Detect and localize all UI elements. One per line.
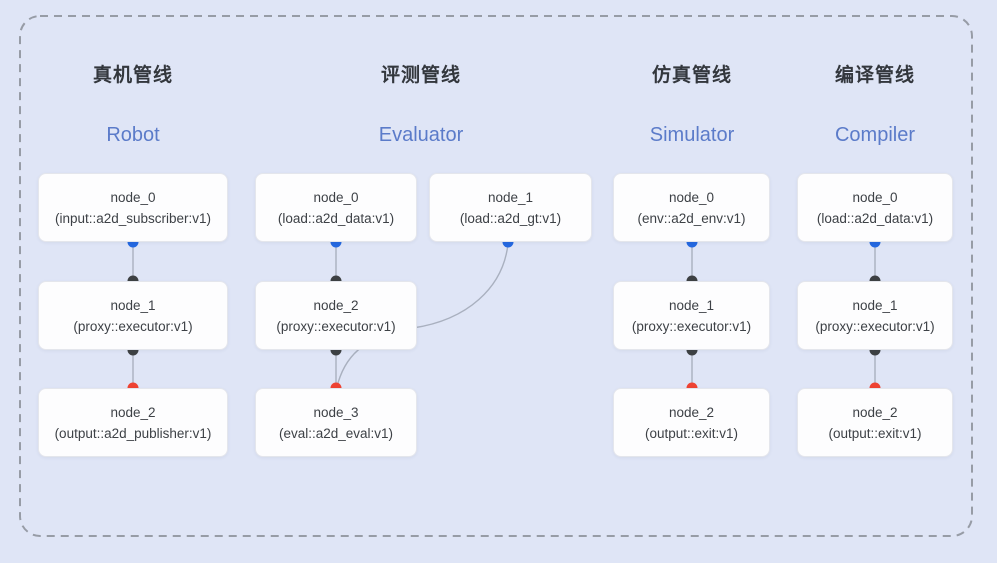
node-name: node_2 [110, 404, 156, 420]
node-type: (output::exit:v1) [828, 425, 922, 441]
node-type: (proxy::executor:v1) [815, 318, 935, 334]
node-name: node_0 [110, 189, 156, 205]
node-card-compiler-node2: node_2 (output::exit:v1) [797, 388, 953, 457]
pipeline-title-zh-robot: 真机管线 [92, 65, 173, 86]
node-type: (load::a2d_gt:v1) [459, 210, 562, 226]
node-name: node_1 [110, 297, 156, 313]
node-card-evaluator-node1: node_1 (load::a2d_gt:v1) [429, 173, 592, 242]
node-name: node_1 [487, 189, 534, 205]
node-type: (load::a2d_data:v1) [816, 210, 934, 226]
node-name: node_0 [668, 189, 715, 205]
node-card-evaluator-node3: node_3 (eval::a2d_eval:v1) [255, 388, 417, 457]
node-type: (input::a2d_subscriber:v1) [54, 210, 212, 226]
node-type: (eval::a2d_eval:v1) [278, 425, 394, 441]
node-name: node_0 [852, 189, 898, 205]
node-type: (output::exit:v1) [644, 425, 739, 441]
node-type: (output::a2d_publisher:v1) [54, 425, 212, 441]
pipeline-title-zh-simulator: 仿真管线 [651, 65, 732, 86]
node-card-evaluator-node2: node_2 (proxy::executor:v1) [255, 281, 417, 350]
node-type: (load::a2d_data:v1) [277, 210, 395, 226]
node-type: (env::a2d_env:v1) [637, 210, 746, 226]
node-card-robot-node2: node_2 (output::a2d_publisher:v1) [38, 388, 228, 457]
pipeline-title-zh-compiler: 编译管线 [834, 65, 915, 86]
node-name: node_1 [668, 297, 715, 313]
pipeline-title-en-simulator: Simulator [649, 124, 735, 146]
node-card-compiler-node1: node_1 (proxy::executor:v1) [797, 281, 953, 350]
node-card-simulator-node1: node_1 (proxy::executor:v1) [613, 281, 770, 350]
node-name: node_2 [313, 297, 359, 313]
dashed-frame-border [19, 15, 973, 537]
node-name: node_2 [852, 404, 898, 420]
node-card-simulator-node2: node_2 (output::exit:v1) [613, 388, 770, 457]
node-name: node_1 [852, 297, 898, 313]
node-type: (proxy::executor:v1) [631, 318, 752, 334]
node-card-evaluator-node0: node_0 (load::a2d_data:v1) [255, 173, 417, 242]
node-card-simulator-node0: node_0 (env::a2d_env:v1) [613, 173, 770, 242]
node-card-robot-node0: node_0 (input::a2d_subscriber:v1) [38, 173, 228, 242]
node-card-compiler-node0: node_0 (load::a2d_data:v1) [797, 173, 953, 242]
node-type: (proxy::executor:v1) [276, 318, 396, 334]
pipeline-title-en-compiler: Compiler [834, 124, 916, 146]
node-name: node_3 [313, 404, 359, 420]
pipeline-title-en-evaluator: Evaluator [378, 124, 464, 146]
pipeline-title-zh-evaluator: 评测管线 [380, 65, 461, 86]
node-card-robot-node1: node_1 (proxy::executor:v1) [38, 281, 228, 350]
node-name: node_0 [313, 189, 359, 205]
node-name: node_2 [668, 404, 715, 420]
node-type: (proxy::executor:v1) [73, 318, 193, 334]
pipeline-title-en-robot: Robot [106, 124, 160, 146]
